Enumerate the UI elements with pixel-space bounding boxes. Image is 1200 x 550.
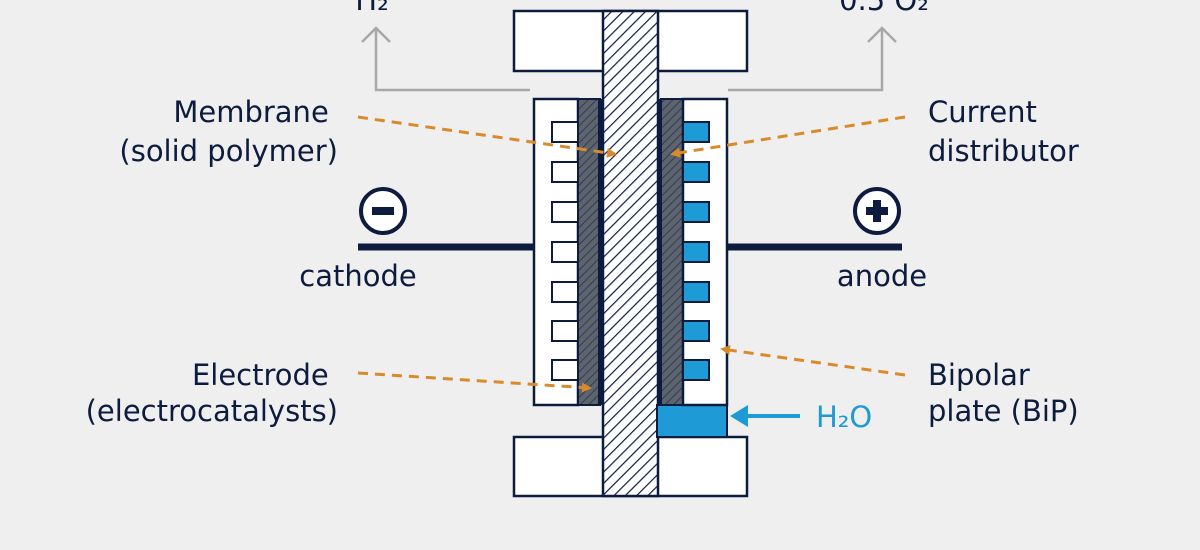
membrane-leader-arrow xyxy=(357,115,617,158)
membrane-label-line1: Membrane xyxy=(173,95,328,129)
anode-current-distributor xyxy=(660,98,684,406)
h2-output-label: H₂ xyxy=(355,0,388,17)
h2-outlet-arrow xyxy=(361,26,530,92)
bipolar-plate-label-line1: Bipolar xyxy=(928,358,1030,392)
cathode-catalyst-layer xyxy=(598,99,604,405)
o2-outlet-arrow xyxy=(728,26,897,92)
anode-label: anode xyxy=(837,259,927,293)
current-distributor-label-line2: distributor xyxy=(928,134,1079,168)
cathode-label: cathode xyxy=(299,259,416,293)
electrode-label: Electrode (electrocatalysts) xyxy=(86,358,338,428)
electrode-label-line1: Electrode xyxy=(192,358,329,392)
electrode-label-line2: (electrocatalysts) xyxy=(86,394,338,428)
bipolar-plate-leader-arrow xyxy=(720,345,906,377)
membrane xyxy=(601,9,660,498)
o2-output-label: 0.5 O₂ xyxy=(839,0,929,17)
cathode-bipolar-plate xyxy=(532,97,580,407)
anode-bipolar-plate xyxy=(681,97,729,407)
current-distributor-leader-arrow xyxy=(670,115,906,158)
bipolar-plate-label-line2: plate (BiP) xyxy=(928,394,1079,428)
current-distributor-label: Current distributor xyxy=(928,95,1079,168)
membrane-label-line2: (solid polymer) xyxy=(119,134,338,168)
membrane-label: Membrane (solid polymer) xyxy=(119,95,338,168)
plus-icon xyxy=(853,187,901,235)
minus-icon xyxy=(359,187,407,235)
water-channel xyxy=(656,404,728,438)
bipolar-plate-label: Bipolar plate (BiP) xyxy=(928,358,1079,428)
current-distributor-label-line1: Current xyxy=(928,95,1037,129)
water-input-label: H₂O xyxy=(816,400,872,434)
cathode-electrode xyxy=(577,98,601,406)
electrode-leader-arrow xyxy=(357,371,592,393)
water-inlet-arrow xyxy=(730,405,800,427)
